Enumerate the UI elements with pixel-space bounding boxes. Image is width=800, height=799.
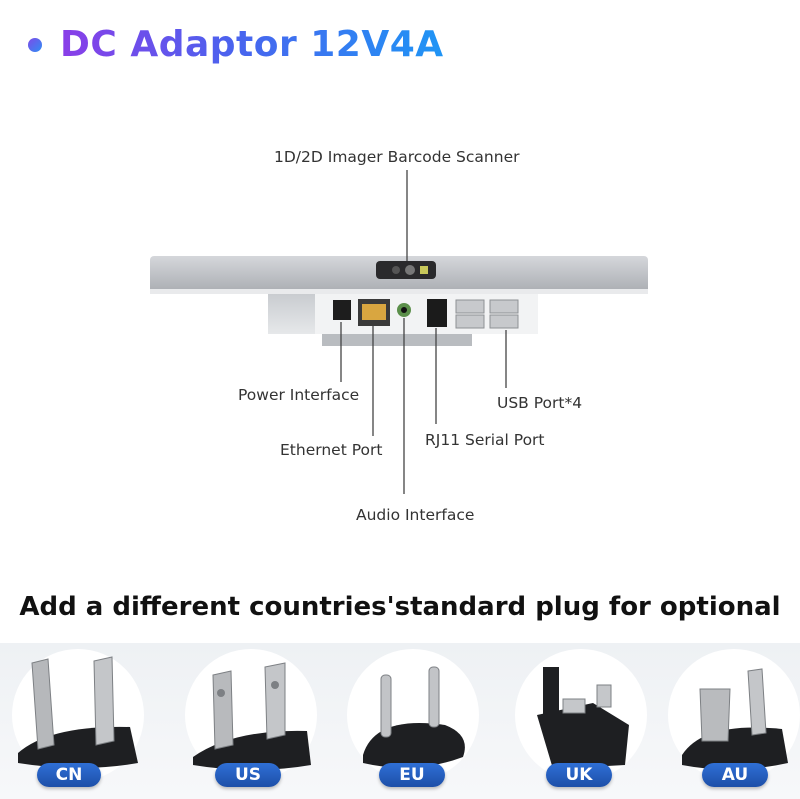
- header: DC Adaptor 12V4A: [28, 24, 444, 65]
- plug-cn: [12, 649, 144, 781]
- usb-port-2: [455, 314, 485, 329]
- bullet-dot: [28, 37, 42, 52]
- device-illustration: [150, 170, 648, 494]
- plug-label-au: AU: [702, 763, 768, 787]
- usb-port-3: [489, 299, 519, 314]
- power-port: [333, 300, 351, 320]
- usb-port-1: [455, 299, 485, 314]
- plug-eu: [347, 649, 479, 781]
- label-ethernet: Ethernet Port: [280, 441, 383, 459]
- plug-au: [668, 649, 800, 781]
- subtitle: Add a different countries'standard plug …: [19, 592, 781, 622]
- plug-label-uk: UK: [546, 763, 612, 787]
- label-usb: USB Port*4: [497, 394, 583, 412]
- plug-label-eu: EU: [379, 763, 445, 787]
- rj11-port: [427, 299, 447, 327]
- plug-us: [185, 649, 317, 781]
- label-power: Power Interface: [238, 386, 360, 404]
- usb-port-4: [489, 314, 519, 329]
- plug-label-cn: CN: [37, 763, 101, 787]
- label-scanner: 1D/2D Imager Barcode Scanner: [274, 148, 520, 166]
- page-title: DC Adaptor 12V4A: [60, 24, 444, 65]
- label-rj11: RJ11 Serial Port: [425, 431, 545, 449]
- label-audio: Audio Interface: [356, 506, 475, 524]
- plug-label-us: US: [215, 763, 281, 787]
- plug-uk: [515, 649, 647, 781]
